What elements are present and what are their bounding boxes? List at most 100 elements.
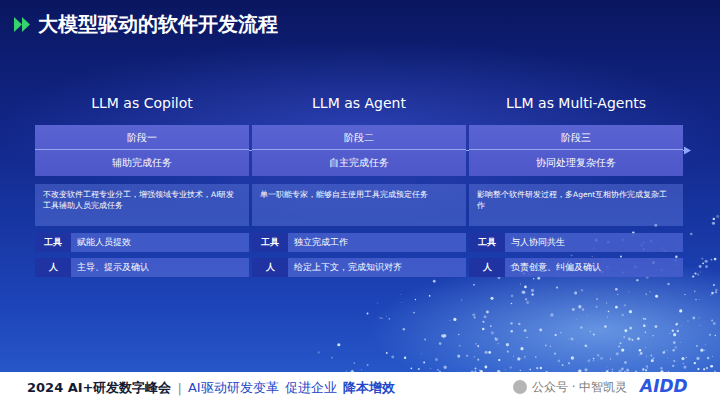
row-text: 给定上下文，完成知识对齐	[294, 262, 402, 274]
particle	[672, 329, 674, 331]
particle	[713, 284, 715, 286]
particle	[524, 357, 526, 359]
particle	[531, 289, 534, 292]
particle	[647, 367, 648, 368]
particle	[439, 342, 442, 345]
row-label-text: 工具	[478, 237, 496, 249]
particle	[624, 304, 626, 306]
particle	[700, 271, 702, 273]
particle	[676, 360, 678, 362]
particle	[484, 366, 487, 369]
particle	[505, 369, 506, 370]
particle	[666, 350, 667, 351]
particle	[711, 292, 714, 295]
row-label-text: 人	[49, 262, 58, 274]
particle	[608, 311, 610, 313]
particle	[679, 341, 681, 343]
particle	[676, 323, 678, 325]
particle	[699, 299, 701, 301]
particle	[653, 335, 654, 336]
row-label-box: 工具	[252, 233, 288, 252]
particle	[615, 288, 618, 291]
particle	[645, 336, 647, 338]
stage-number: 阶段二	[252, 125, 466, 150]
particle	[574, 291, 577, 294]
particle	[497, 343, 498, 344]
particle	[521, 358, 522, 359]
particle	[597, 354, 599, 356]
particle	[600, 357, 603, 360]
particle	[698, 317, 699, 318]
particle	[346, 371, 347, 372]
particle	[545, 344, 547, 346]
row-label-box: 工具	[469, 233, 505, 252]
particle	[556, 286, 558, 288]
particle	[523, 291, 526, 294]
particle	[490, 297, 493, 300]
particle	[576, 319, 578, 321]
particle	[636, 279, 638, 281]
particle	[461, 300, 462, 301]
particle	[584, 344, 587, 347]
particle	[675, 323, 677, 325]
particle	[643, 324, 646, 327]
particle	[646, 294, 647, 295]
particle	[511, 303, 513, 305]
particle	[655, 295, 658, 298]
title-icon	[14, 17, 22, 32]
particle	[705, 260, 708, 263]
particle	[716, 215, 719, 218]
particle	[510, 322, 512, 324]
row-box: 工具赋能人员提效	[35, 233, 249, 252]
particle	[540, 367, 543, 370]
particle	[524, 329, 527, 332]
particle	[568, 338, 570, 340]
particle	[560, 332, 561, 333]
particle	[692, 275, 694, 277]
particle	[391, 355, 394, 358]
particle	[649, 291, 651, 293]
row-label-text: 人	[266, 262, 275, 274]
particle	[475, 367, 477, 369]
particle	[472, 313, 475, 316]
title: 大模型驱动的软件开发流程	[38, 11, 278, 38]
particle	[707, 357, 709, 359]
particle	[683, 363, 684, 364]
particle	[524, 356, 526, 358]
stage-band: 阶段一辅助完成任务	[35, 125, 249, 176]
particle	[683, 365, 686, 368]
particle	[430, 368, 431, 369]
row-box: 人负责创意、纠偏及确认	[469, 258, 683, 277]
particle	[536, 367, 538, 369]
particle	[673, 341, 676, 344]
particle	[581, 289, 584, 292]
particle	[684, 294, 685, 295]
particle	[573, 339, 574, 340]
particle	[712, 356, 713, 357]
particle	[367, 313, 369, 315]
particle	[696, 357, 699, 360]
stage-band: 阶段三协同处理复杂任务	[469, 125, 683, 176]
particle	[401, 302, 403, 304]
particle	[667, 283, 670, 286]
particle	[517, 357, 520, 360]
row-label-box: 工具	[35, 233, 71, 252]
particle	[606, 366, 608, 368]
particle	[705, 265, 708, 268]
footer-text: 2024 AI+研发数字峰会	[27, 379, 172, 397]
particle	[526, 337, 527, 338]
particle	[699, 265, 702, 268]
particle	[554, 353, 556, 355]
particle	[607, 317, 608, 318]
footer-text-row: 2024 AI+研发数字峰会|AI驱动研发变革促进企业降本增效	[27, 379, 395, 397]
particle	[555, 334, 557, 336]
particle	[697, 274, 699, 276]
particle	[459, 345, 461, 347]
particle	[570, 338, 573, 341]
particle	[631, 339, 633, 341]
particle	[694, 362, 696, 364]
particle	[457, 355, 460, 358]
particle	[621, 314, 624, 317]
stage-box: LLM as Multi-Agents阶段三协同处理复杂任务	[469, 88, 683, 176]
